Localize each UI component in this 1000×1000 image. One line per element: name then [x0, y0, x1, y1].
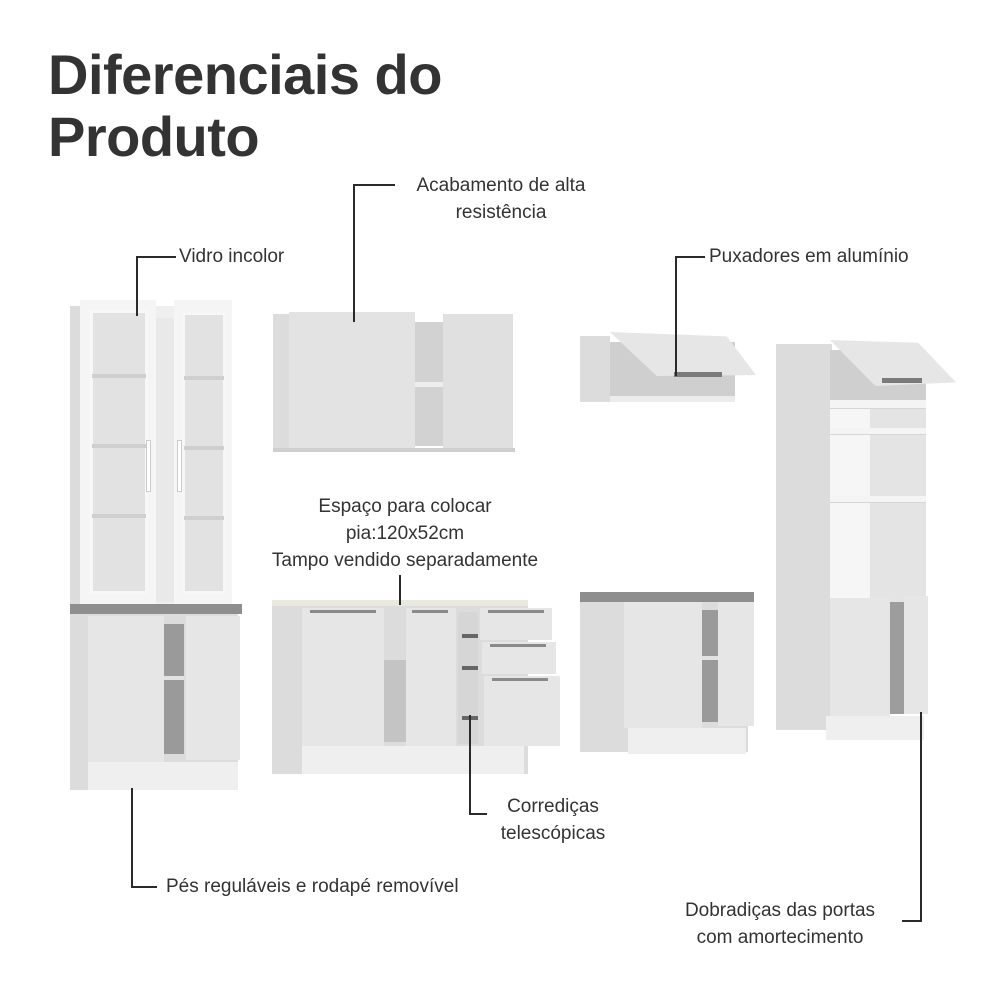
- cabinet-door-right: [443, 314, 513, 450]
- glass-door-left: [80, 300, 156, 604]
- title-line-1: Diferenciais do: [48, 43, 442, 106]
- leader-line-vidro: [136, 256, 138, 316]
- door-handle: [177, 440, 182, 492]
- base-door-right: [718, 602, 754, 726]
- plinth: [826, 716, 924, 740]
- base-door-left: [624, 602, 702, 728]
- leader-line-acabamento: [353, 184, 355, 322]
- leader-line-corredicas: [469, 813, 487, 815]
- drawer-1: [480, 608, 552, 640]
- drawer-3: [484, 676, 560, 746]
- countertop: [70, 604, 242, 614]
- plinth: [628, 728, 746, 754]
- glass-door-cabinet: [70, 298, 242, 790]
- sink-door-right: [406, 608, 456, 746]
- door-handle: [146, 440, 151, 492]
- glass-door-right: [174, 300, 232, 604]
- telescopic-slide: [462, 666, 478, 670]
- callout-espaco-pia: Espaço para colocar pia:120x52cm Tampo v…: [271, 496, 539, 571]
- callout-puxadores: Puxadores em alumínio: [709, 246, 909, 267]
- tall-oven-tower: [776, 340, 956, 742]
- leader-line-dobradicas: [902, 920, 922, 922]
- plinth: [88, 762, 238, 790]
- leader-line-corredicas: [469, 715, 471, 815]
- leader-line-dobradicas: [920, 712, 922, 922]
- countertop: [580, 592, 754, 602]
- leader-line-espaco: [399, 575, 401, 605]
- callout-acabamento: Acabamento de alta resistência: [416, 175, 586, 223]
- leader-line-puxadores: [675, 256, 677, 376]
- callout-dobradicas: Dobradiças das portas com amortecimento: [684, 900, 876, 948]
- callout-pes-regulaveis: Pés reguláveis e rodapé removível: [166, 876, 459, 897]
- sink-door-left: [302, 608, 384, 748]
- leader-line-acabamento: [353, 184, 395, 186]
- tower-door-right: [904, 596, 928, 714]
- callout-vidro-incolor: Vidro incolor: [179, 246, 285, 267]
- sink-base-cabinet: [272, 600, 562, 778]
- leader-line-pes: [131, 886, 157, 888]
- title-line-2: Produto: [48, 105, 260, 168]
- wall-cabinet-two-doors: [273, 310, 515, 455]
- drawer-2: [482, 642, 556, 674]
- callout-corredicas: Corrediças telescópicas: [500, 796, 606, 844]
- leader-line-pes: [131, 788, 133, 888]
- base-door-right: [186, 616, 240, 760]
- telescopic-slide: [462, 634, 478, 638]
- base-cabinet-two-doors: [580, 590, 756, 756]
- page-title: Diferenciais do Produto: [48, 44, 442, 168]
- tower-door-left: [830, 598, 890, 718]
- leader-line-puxadores: [675, 256, 705, 258]
- wall-cabinet-flip-door: [580, 332, 756, 404]
- aluminium-handle: [674, 372, 722, 377]
- aluminium-handle: [882, 378, 922, 383]
- base-door-left: [88, 616, 164, 762]
- leader-line-vidro: [136, 256, 176, 258]
- plinth: [302, 746, 524, 774]
- cabinet-door-left: [289, 312, 415, 448]
